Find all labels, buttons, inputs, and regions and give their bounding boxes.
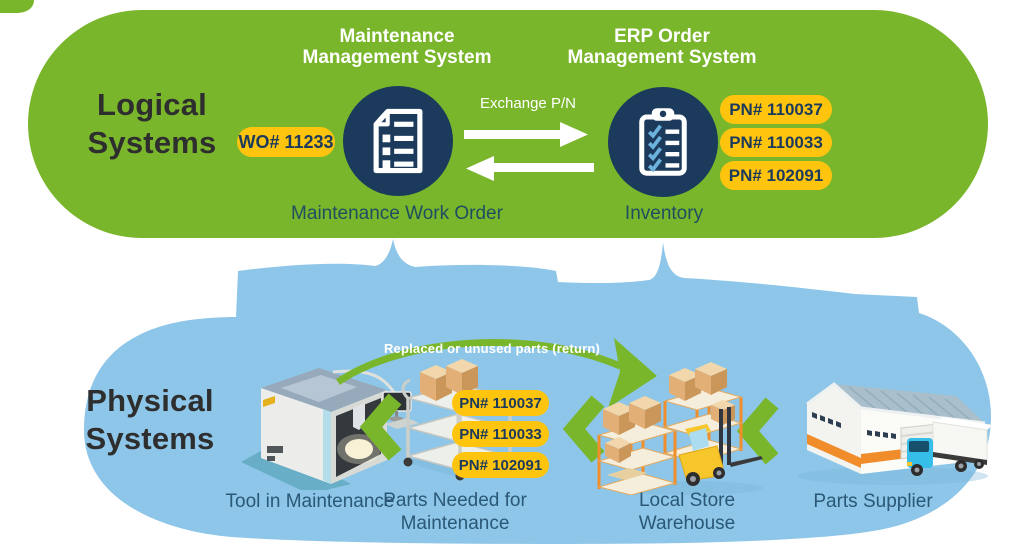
warehouse-caption-line2: Warehouse (638, 513, 736, 534)
inventory-checklist-icon (639, 108, 687, 176)
logical-section-title: Logical Systems (88, 86, 217, 162)
parts-caption: Parts Needed for Maintenance (383, 489, 527, 535)
warehouse-caption: Local Store Warehouse (639, 489, 735, 535)
parts-caption-line2: Maintenance (400, 513, 510, 534)
pn-badge: PN# 102091 (720, 161, 832, 190)
erp-title-line1: ERP Order (614, 26, 710, 47)
warehouse-caption-line1: Local Store (638, 490, 736, 511)
mms-title-line2: Management System (302, 47, 492, 68)
work-order-badge: WO# 11233 (237, 127, 335, 157)
maintenance-system-node (343, 86, 453, 196)
flow-chevron-icon (562, 395, 605, 463)
mms-title-line1: Maintenance (339, 26, 455, 47)
erp-title-line2: Management System (567, 47, 757, 68)
supplier-caption: Parts Supplier (813, 491, 933, 512)
erp-system-node (608, 87, 718, 197)
pn-badge: PN# 110037 (720, 95, 832, 124)
physical-pn-badge-list: PN# 110037 PN# 110033 PN# 102091 (452, 390, 549, 478)
physical-title-line2: Systems (85, 421, 215, 456)
erp-title: ERP Order Management System (567, 26, 756, 68)
tool-caption: Tool in Maintenance (225, 491, 395, 512)
exchange-arrows-icon (464, 122, 594, 181)
work-order-caption: Maintenance Work Order (291, 203, 503, 224)
pn-badge: PN# 110033 (452, 421, 549, 447)
pn-badge: PN# 102091 (452, 452, 549, 478)
return-arrow-icon (336, 338, 657, 408)
return-arrow-label: Replaced or unused parts (return) (383, 341, 601, 356)
exchange-pn-label: Exchange P/N (480, 95, 576, 112)
flow-chevron-icon (359, 393, 402, 461)
corner-sliver-shape (0, 0, 34, 13)
physical-title-line1: Physical (86, 383, 214, 418)
logical-title-line1: Logical (97, 87, 207, 122)
work-order-document-icon (373, 108, 423, 174)
inventory-caption: Inventory (624, 203, 704, 224)
supplier-building-truck-illustration (798, 382, 993, 485)
cnc-machine-illustration (241, 368, 419, 490)
pn-badge: PN# 110037 (452, 390, 549, 416)
physical-section-title: Physical Systems (86, 382, 215, 458)
parts-caption-line1: Parts Needed for (383, 490, 527, 511)
logical-title-line2: Systems (87, 125, 217, 160)
flow-chevron-icon (736, 397, 779, 465)
logical-pn-badge-list: PN# 110037 PN# 110033 PN# 102091 (720, 95, 832, 190)
mms-title: Maintenance Management System (302, 26, 491, 68)
pn-badge: PN# 110033 (720, 128, 832, 157)
warehouse-racks-forklift-illustration (597, 362, 763, 495)
